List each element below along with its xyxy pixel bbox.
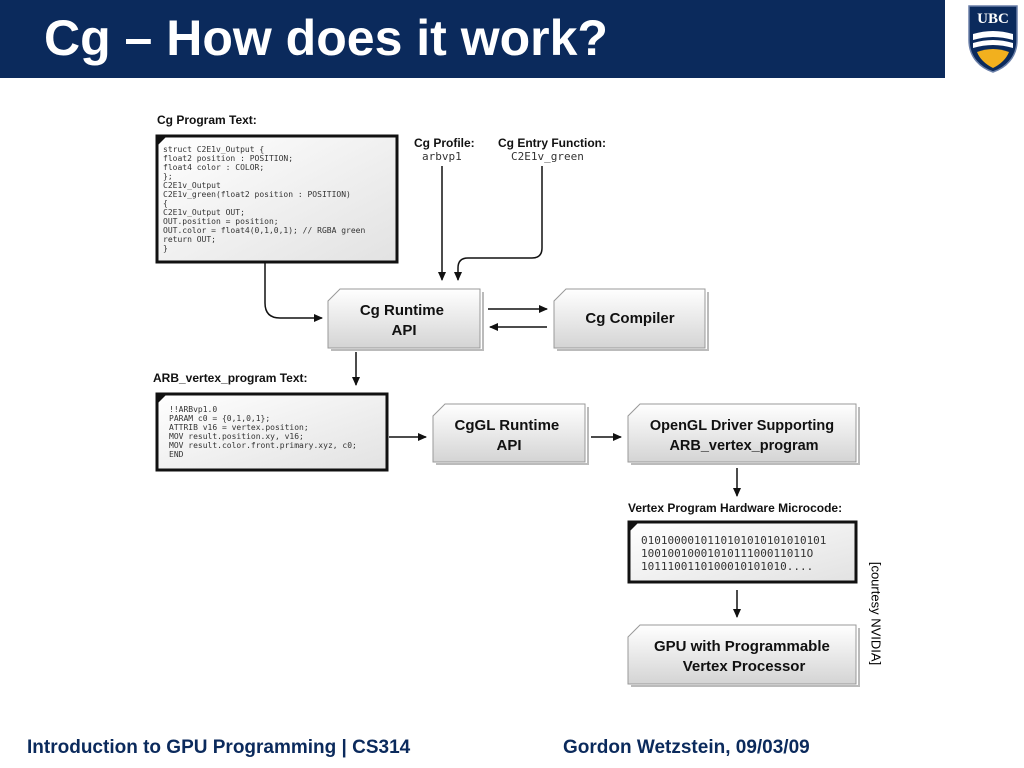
microcode-line: 1011100110100010101010.... — [641, 560, 813, 573]
cggl-runtime-label: API — [496, 437, 521, 454]
cg-code-line: OUT.position = position; — [163, 217, 279, 226]
cg-code-line: struct C2E1v_Output { — [163, 145, 264, 154]
cggl-runtime-label: CgGL Runtime — [455, 417, 560, 434]
svg-text:Cg Runtime API: Cg Runtime API — [360, 302, 448, 339]
arrow-program-to-runtime — [264, 263, 323, 322]
cg-profile-label: Cg Profile: — [414, 136, 475, 150]
slide-header: Cg – How does it work? UBC — [0, 0, 1024, 78]
cg-code-line: { — [163, 199, 168, 208]
arb-code-line: PARAM c0 = {0,1,0,1}; — [169, 414, 270, 423]
slide-title: Cg – How does it work? — [44, 10, 608, 66]
cg-code-line: C2E1v_Output OUT; — [163, 208, 245, 217]
arb-code-line: !!ARBvp1.0 — [169, 405, 217, 414]
cg-code-line: OUT.color = float4(0,1,0,1); // RGBA gre… — [163, 226, 365, 235]
cg-compiler-box: Cg Compiler — [553, 288, 709, 351]
cggl-runtime-api-box: CgGL Runtime API — [432, 403, 589, 465]
svg-text:CgGL Runtime API: CgGL Runtime API — [455, 417, 564, 454]
svg-text:GPU with Programmable Ve: GPU with Programmable Vertex Processor — [654, 638, 834, 675]
title-bar: Cg – How does it work? — [0, 0, 945, 78]
footer-author-date: Gordon Wetzstein, 09/03/09 — [563, 737, 810, 758]
cg-code-line: return OUT; — [163, 235, 216, 244]
microcode-box: 0101000010110101010101010101 10010010001… — [627, 520, 858, 584]
diagram-arrows — [264, 166, 741, 618]
cg-code-line: C2E1v_Output — [163, 181, 221, 190]
arb-program-box: !!ARBvp1.0 PARAM c0 = {0,1,0,1}; ATTRIB … — [155, 392, 389, 472]
courtesy-text: [courtesy NVIDIA] — [868, 561, 884, 666]
cg-runtime-api-box: Cg Runtime API — [327, 288, 484, 351]
cg-code-line: float4 color : COLOR; — [163, 163, 264, 172]
microcode-line: 0101000010110101010101010101 — [641, 534, 826, 547]
cg-program-label: Cg Program Text: — [157, 113, 257, 127]
footer-course: Introduction to GPU Programming | CS314 — [27, 737, 411, 758]
entry-function-label: Cg Entry Function: — [498, 136, 606, 150]
cg-runtime-label: Cg Runtime — [360, 302, 444, 319]
gpu-label: Vertex Processor — [683, 658, 806, 675]
arrow-entry-to-runtime — [454, 166, 543, 281]
microcode-line: 1001001000101011100011011O — [641, 547, 813, 560]
entry-function-value: C2E1v_green — [511, 150, 584, 163]
arb-code-line: MOV result.color.front.primary.xyz, c0; — [169, 441, 357, 450]
opengl-driver-box: OpenGL Driver Supporting ARB_vertex_prog… — [627, 403, 860, 465]
arb-program-label: ARB_vertex_program Text: — [153, 371, 308, 385]
gpu-box: GPU with Programmable Vertex Processor — [627, 624, 860, 687]
ubc-logo: UBC — [968, 5, 1018, 73]
ubc-logo-text: UBC — [977, 11, 1009, 27]
cg-code-line: float2 position : POSITION; — [163, 154, 293, 163]
arb-code-line: MOV result.position.xy, v16; — [169, 432, 304, 441]
svg-text:OpenGL Driver Supporting: OpenGL Driver Supporting ARB_vertex_prog… — [650, 418, 838, 454]
cg-code-line: }; — [163, 172, 173, 181]
cg-code-line: C2E1v_green(float2 position : POSITION) — [163, 190, 351, 199]
microcode-label: Vertex Program Hardware Microcode: — [628, 501, 842, 515]
opengl-driver-label: ARB_vertex_program — [669, 438, 818, 454]
arb-code-line: ATTRIB v16 = vertex.position; — [169, 423, 309, 432]
svg-text:!!ARBvp1.0 PARAM c0 = {0: !!ARBvp1.0 PARAM c0 = {0,1,0,1}; ATTRIB … — [169, 405, 362, 459]
courtesy-note: [courtesy NVIDIA] — [866, 548, 886, 684]
opengl-driver-label: OpenGL Driver Supporting — [650, 418, 834, 434]
cg-code-line: } — [163, 244, 168, 253]
gpu-label: GPU with Programmable — [654, 638, 830, 655]
arb-code-line: END — [169, 450, 184, 459]
svg-text:struct C2E1v_Output {: struct C2E1v_Output { float2 position : … — [163, 145, 370, 253]
svg-text:0101000010110101010101010101: 0101000010110101010101010101 10010010001… — [641, 534, 833, 573]
cg-program-box: struct C2E1v_Output { float2 position : … — [155, 134, 399, 264]
cg-profile-value: arbvp1 — [422, 150, 462, 163]
cg-compiler-label: Cg Compiler — [585, 310, 674, 327]
cg-runtime-label: API — [391, 322, 416, 339]
